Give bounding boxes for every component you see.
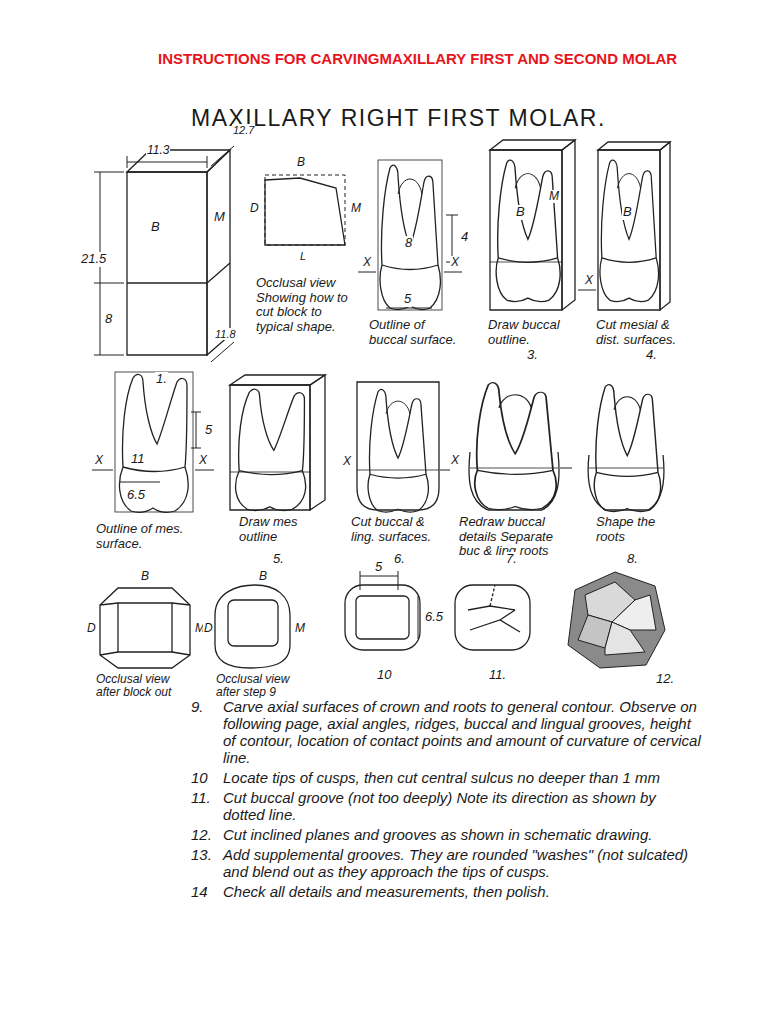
dimension: 11	[130, 452, 146, 467]
instruction-text: Locate tips of cusps, then cut central s…	[222, 769, 702, 786]
dimension: 4	[460, 230, 469, 245]
surface-letter: M	[350, 202, 362, 215]
dimension: 5	[204, 423, 213, 438]
figure-caption: Outline of buccal surface.	[368, 318, 460, 347]
instruction-text: Check all details and measurements, then…	[222, 883, 702, 900]
instruction-text: Add supplemental grooves. They are round…	[222, 846, 702, 880]
surface-letter: M	[548, 190, 560, 203]
dimension: 11.3	[146, 144, 170, 157]
dimension: 21.5	[80, 252, 107, 267]
dimension: 5	[374, 560, 383, 575]
dimension: 8	[104, 312, 113, 327]
instruction-number: 10	[190, 769, 209, 786]
instruction-text: Cut buccal groove (not too deeply) Note …	[222, 789, 702, 823]
reference-mark: X	[94, 454, 104, 467]
step-number: 5.	[272, 552, 285, 567]
step-number: 7.	[505, 552, 518, 567]
surface-letter: B	[258, 570, 268, 583]
surface-letter: B	[515, 205, 526, 220]
step-number: 4.	[645, 348, 658, 363]
surface-letter: D	[203, 622, 214, 635]
instruction-text: Cut inclined planes and grooves as shown…	[222, 826, 702, 843]
dimension: 8	[404, 236, 413, 251]
step-number: 8.	[626, 552, 639, 567]
dimension: 6.5	[126, 488, 146, 503]
surface-letter: B	[622, 205, 633, 220]
instruction-number: 13.	[190, 846, 213, 863]
step-number: 6.	[393, 552, 406, 567]
step-number: 10	[376, 668, 392, 683]
figure-caption: Occlusal view after block out	[95, 673, 197, 700]
step-number: 3.	[526, 348, 539, 363]
reference-mark: X	[362, 256, 372, 269]
surface-letter: M	[294, 622, 306, 635]
dimension: 5	[403, 292, 412, 307]
reference-mark: X	[450, 454, 460, 467]
surface-letter: D	[86, 622, 97, 635]
reference-mark: X	[198, 454, 208, 467]
figure-caption: Draw buccal outline.	[487, 318, 579, 347]
step-number: 1.	[155, 372, 168, 387]
surface-letter: M	[213, 210, 226, 225]
instruction-number: 12.	[190, 826, 213, 843]
figure-caption: Cut buccal & ling. surfaces.	[350, 515, 450, 544]
instruction-number: 11.	[190, 789, 212, 806]
reference-mark: X	[450, 256, 460, 269]
surface-letter: B	[140, 570, 150, 583]
surface-letter: D	[249, 202, 260, 215]
step-number: 11.	[488, 668, 507, 683]
dimension: 12.7	[232, 124, 255, 136]
instruction-number: 9.	[190, 698, 205, 715]
surface-letter: L	[299, 250, 307, 262]
step-number: 12.	[655, 672, 675, 687]
figure-caption: Draw mes outline	[238, 515, 325, 544]
figure-caption: Occlusal view after step 9	[215, 673, 312, 700]
instruction-text: Carve axial surfaces of crown and roots …	[222, 698, 702, 766]
reference-mark: X	[342, 455, 352, 468]
dimension: 11.8	[214, 328, 237, 340]
figure-caption: Cut mesial & dist. surfaces.	[595, 318, 689, 347]
reference-mark: X	[584, 274, 594, 287]
surface-letter: B	[150, 220, 161, 235]
figure-caption: Outline of mes. surface.	[95, 522, 187, 551]
dimension: 6.5	[424, 610, 444, 625]
figure-caption: Shape the roots	[595, 515, 675, 544]
surface-letter: B	[296, 156, 306, 169]
instruction-number: 14	[190, 883, 209, 900]
page-title: INSTRUCTIONS FOR CARVINGMAXILLARY FIRST …	[158, 50, 677, 67]
figure-caption: Occlusal view Showing how to cut block t…	[255, 276, 355, 334]
